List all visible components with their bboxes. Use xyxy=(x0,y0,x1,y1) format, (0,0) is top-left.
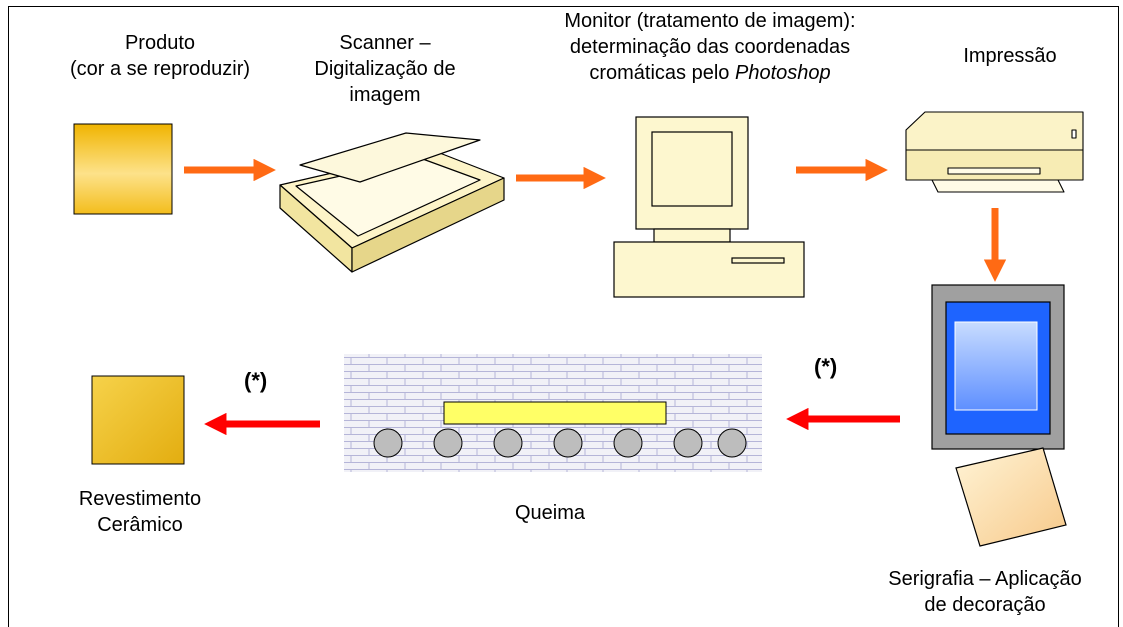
silkscreen-frame-icon xyxy=(931,284,1067,547)
desktop-computer-icon xyxy=(613,116,805,298)
flatbed-scanner-icon xyxy=(279,132,505,273)
diagram-frame xyxy=(8,6,1119,627)
ceramic-tile-icon xyxy=(91,375,185,465)
label-serigrafia: Serigrafia – Aplicação de decoração xyxy=(888,568,1082,616)
label-queima: Queima xyxy=(514,502,586,524)
mark-asterisk-left: (*) xyxy=(244,368,268,393)
mark-asterisk-right: (*) xyxy=(814,354,838,379)
label-scanner: Scanner – Digitalização de imagem xyxy=(314,32,456,106)
product-tile-icon xyxy=(73,123,173,215)
printer-icon xyxy=(905,111,1084,193)
label-impressao: Impressão xyxy=(963,45,1057,67)
label-produto: Produto (cor a se reproduzir) xyxy=(69,32,251,80)
kiln-roller-icon xyxy=(344,354,762,472)
label-revestimento: Revestimento Cerâmico xyxy=(78,488,202,536)
label-monitor: Monitor (tratamento de imagem): determin… xyxy=(564,10,856,84)
